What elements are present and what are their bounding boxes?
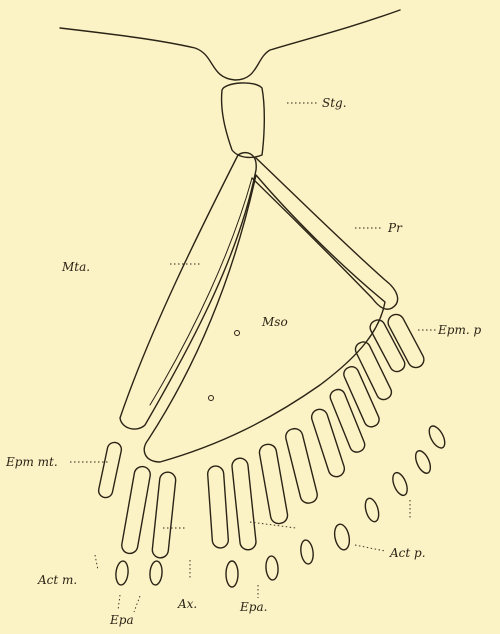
foramen-lower: [209, 396, 214, 401]
distal-bead: [115, 560, 129, 585]
distal-bead: [226, 561, 238, 587]
distal-bead: [363, 497, 381, 523]
metapterygium-inner-line: [150, 178, 252, 405]
radial: [152, 471, 177, 558]
label-epm-p: Epm. p: [437, 323, 481, 337]
distal-bead: [413, 449, 434, 476]
radial: [284, 427, 319, 505]
radial: [310, 407, 347, 479]
label-epa-right: Epa.: [239, 600, 267, 614]
metapterygium: [120, 153, 256, 429]
label-act-p: Act p.: [389, 546, 426, 560]
distal-bead: [299, 539, 314, 564]
propterygium: [252, 158, 398, 309]
label-act-m: Act m.: [37, 573, 77, 587]
radial: [207, 466, 229, 549]
radial: [258, 443, 289, 525]
label-stg: Stg.: [322, 96, 347, 110]
radial: [368, 318, 408, 374]
label-epm-mt: Epm mt.: [5, 455, 58, 469]
radial: [353, 340, 394, 402]
epm-p-element: [385, 312, 426, 371]
radial: [342, 365, 382, 430]
distal-elements: [115, 424, 448, 587]
radial: [328, 387, 367, 454]
radial: [120, 465, 151, 554]
label-mso: Mso: [261, 315, 288, 329]
label-ax: Ax.: [177, 597, 197, 611]
distal-bead: [390, 471, 410, 498]
label-epa-left: Epa: [109, 613, 134, 627]
stegural-element: [222, 83, 265, 158]
girdle-outline: [60, 10, 400, 80]
foramen-upper: [235, 331, 240, 336]
distal-bead: [332, 523, 351, 551]
radial: [231, 457, 257, 550]
radial: [97, 441, 122, 499]
distal-bead: [265, 556, 279, 581]
distal-bead: [149, 561, 163, 586]
label-mta: Mta.: [61, 260, 90, 274]
label-pr: Pr: [387, 221, 403, 235]
distal-bead: [426, 424, 448, 451]
